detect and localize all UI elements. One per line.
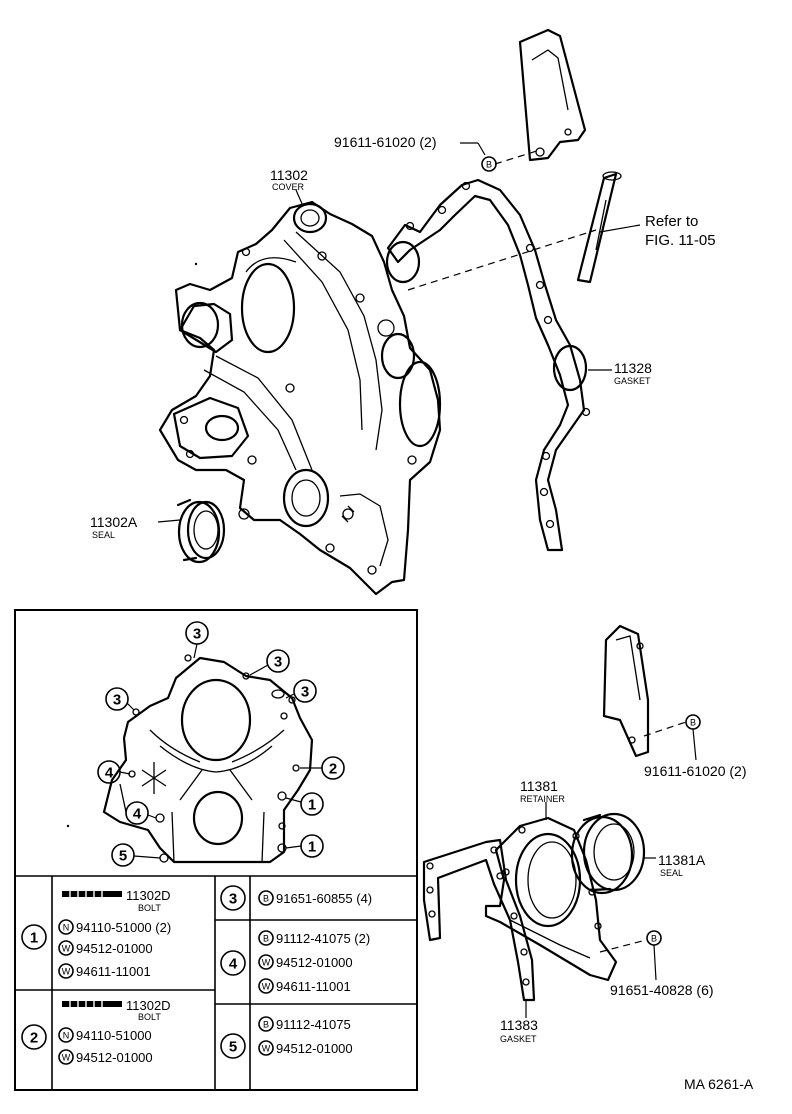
svg-text:W: W (62, 967, 71, 977)
svg-text:N: N (63, 923, 70, 933)
inset-callout-3b: 3 (266, 649, 290, 673)
svg-text:1: 1 (308, 797, 316, 814)
table-group-1: 1 11302D BOLT N 94110-51000 (2) W 94512-… (21, 888, 171, 979)
gasket-cover-pn: 11328 (614, 360, 652, 376)
svg-text:94512-01000: 94512-01000 (276, 955, 353, 970)
seal-front-name: SEAL (92, 530, 115, 540)
svg-text:W: W (62, 944, 71, 954)
svg-text:2: 2 (30, 1030, 38, 1047)
svg-text:4: 4 (105, 765, 114, 782)
bolt-rear-label: 91651-40828 (6) (610, 982, 714, 998)
svg-text:3: 3 (229, 891, 237, 908)
cover-pn: 11302 (270, 167, 308, 183)
cover-name: COVER (272, 182, 305, 192)
svg-text:94110-51000: 94110-51000 (76, 1028, 152, 1043)
inset-callout-5: 5 (111, 843, 135, 867)
inset-callout-3a: 3 (185, 621, 209, 645)
dipstick-dash (407, 229, 597, 291)
svg-text:91651-60855 (4): 91651-60855 (4) (276, 891, 372, 906)
inset-callout-1b: 1 (300, 834, 324, 858)
svg-text:W: W (262, 958, 271, 968)
gasket-rear-pn: 11383 (500, 1017, 538, 1033)
bolt-top-dash (494, 149, 541, 165)
svg-text:B: B (263, 894, 269, 904)
inset-cover-outline (102, 654, 314, 864)
bolt-right-label: 91611-61020 (2) (644, 763, 746, 779)
diagram-code: MA 6261-A (684, 1076, 754, 1092)
svg-text:2: 2 (329, 761, 337, 778)
bolt-icon (62, 890, 122, 898)
svg-text:5: 5 (229, 1039, 237, 1056)
svg-text:94512-01000: 94512-01000 (76, 1050, 153, 1065)
seal-rear-name: SEAL (660, 868, 683, 878)
rear-seal (570, 812, 646, 895)
svg-text:BOLT: BOLT (138, 1012, 161, 1022)
svg-text:B: B (263, 934, 269, 944)
svg-text:4: 4 (133, 806, 142, 823)
svg-text:N: N (63, 1031, 70, 1041)
timing-cover (158, 200, 442, 596)
bolt-right-badge: B (685, 714, 701, 730)
seal-rear-pn: 11381A (658, 852, 706, 868)
cover-gasket (385, 178, 591, 552)
bolt-icon (62, 1000, 122, 1008)
svg-text:BOLT: BOLT (138, 903, 161, 913)
lower-bracket (602, 624, 650, 758)
front-seal (176, 498, 226, 564)
table-group-2: 2 11302D BOLT N 94110-51000 W 94512-0100… (21, 998, 171, 1065)
bolt-top-badge: B (481, 156, 497, 172)
svg-text:B: B (690, 718, 696, 728)
rear-retainer (484, 816, 618, 982)
svg-text:94611-11001: 94611-11001 (76, 964, 151, 979)
table-group-3: 3 B 91651-60855 (4) (220, 885, 372, 911)
rear-gasket (422, 838, 536, 1002)
svg-text:W: W (262, 1044, 271, 1054)
gasket-cover-name: GASKET (614, 376, 651, 386)
inset-callout-3d: 3 (293, 679, 317, 703)
bolt-right-dash (643, 721, 687, 737)
inset-callout-2: 2 (321, 756, 345, 780)
upper-bracket (518, 28, 587, 162)
svg-text:B: B (651, 934, 657, 944)
svg-text:B: B (263, 1020, 269, 1030)
svg-text:11302D: 11302D (126, 888, 171, 903)
dipstick-tube (576, 171, 622, 284)
svg-text:4: 4 (229, 956, 238, 973)
svg-text:91112-41075: 91112-41075 (276, 1017, 351, 1032)
refer-line1: Refer to (645, 213, 698, 230)
retainer-name: RETAINER (520, 794, 565, 804)
svg-text:3: 3 (193, 626, 201, 643)
inset-callout-1a: 1 (300, 792, 324, 816)
gasket-rear-name: GASKET (500, 1034, 537, 1044)
svg-text:B: B (486, 160, 492, 170)
inset-table-frame (14, 609, 418, 1091)
svg-text:94512-01000: 94512-01000 (276, 1041, 353, 1056)
refer-line2: FIG. 11-05 (645, 232, 716, 249)
svg-text:11302D: 11302D (126, 998, 171, 1013)
bolt-top-label: 91611-61020 (2) (334, 134, 436, 150)
svg-text:91112-41075 (2): 91112-41075 (2) (276, 931, 370, 946)
svg-text:94512-01000: 94512-01000 (76, 941, 153, 956)
svg-text:1: 1 (30, 930, 38, 947)
table-group-5: 5 B 91112-41075 W 94512-01000 (220, 1016, 353, 1059)
svg-text:3: 3 (274, 654, 282, 671)
retainer-pn: 11381 (520, 778, 558, 794)
seal-front-pn: 11302A (90, 514, 138, 530)
svg-text:94611-11001: 94611-11001 (276, 979, 351, 994)
svg-text:W: W (262, 982, 271, 992)
bolt-rear-dash (599, 939, 647, 953)
inset-callout-4b: 4 (125, 801, 149, 825)
svg-text:3: 3 (301, 684, 309, 701)
inset-callout-3c: 3 (105, 687, 129, 711)
svg-text:W: W (62, 1053, 71, 1063)
table-group-4: 4 B 91112-41075 (2) W 94512-01000 W 9461… (220, 930, 370, 994)
svg-text:1: 1 (308, 839, 316, 856)
svg-text:3: 3 (113, 692, 121, 709)
svg-text:5: 5 (119, 848, 127, 865)
bolt-rear-badge: B (646, 930, 662, 946)
svg-text:94110-51000 (2): 94110-51000 (2) (76, 920, 171, 935)
